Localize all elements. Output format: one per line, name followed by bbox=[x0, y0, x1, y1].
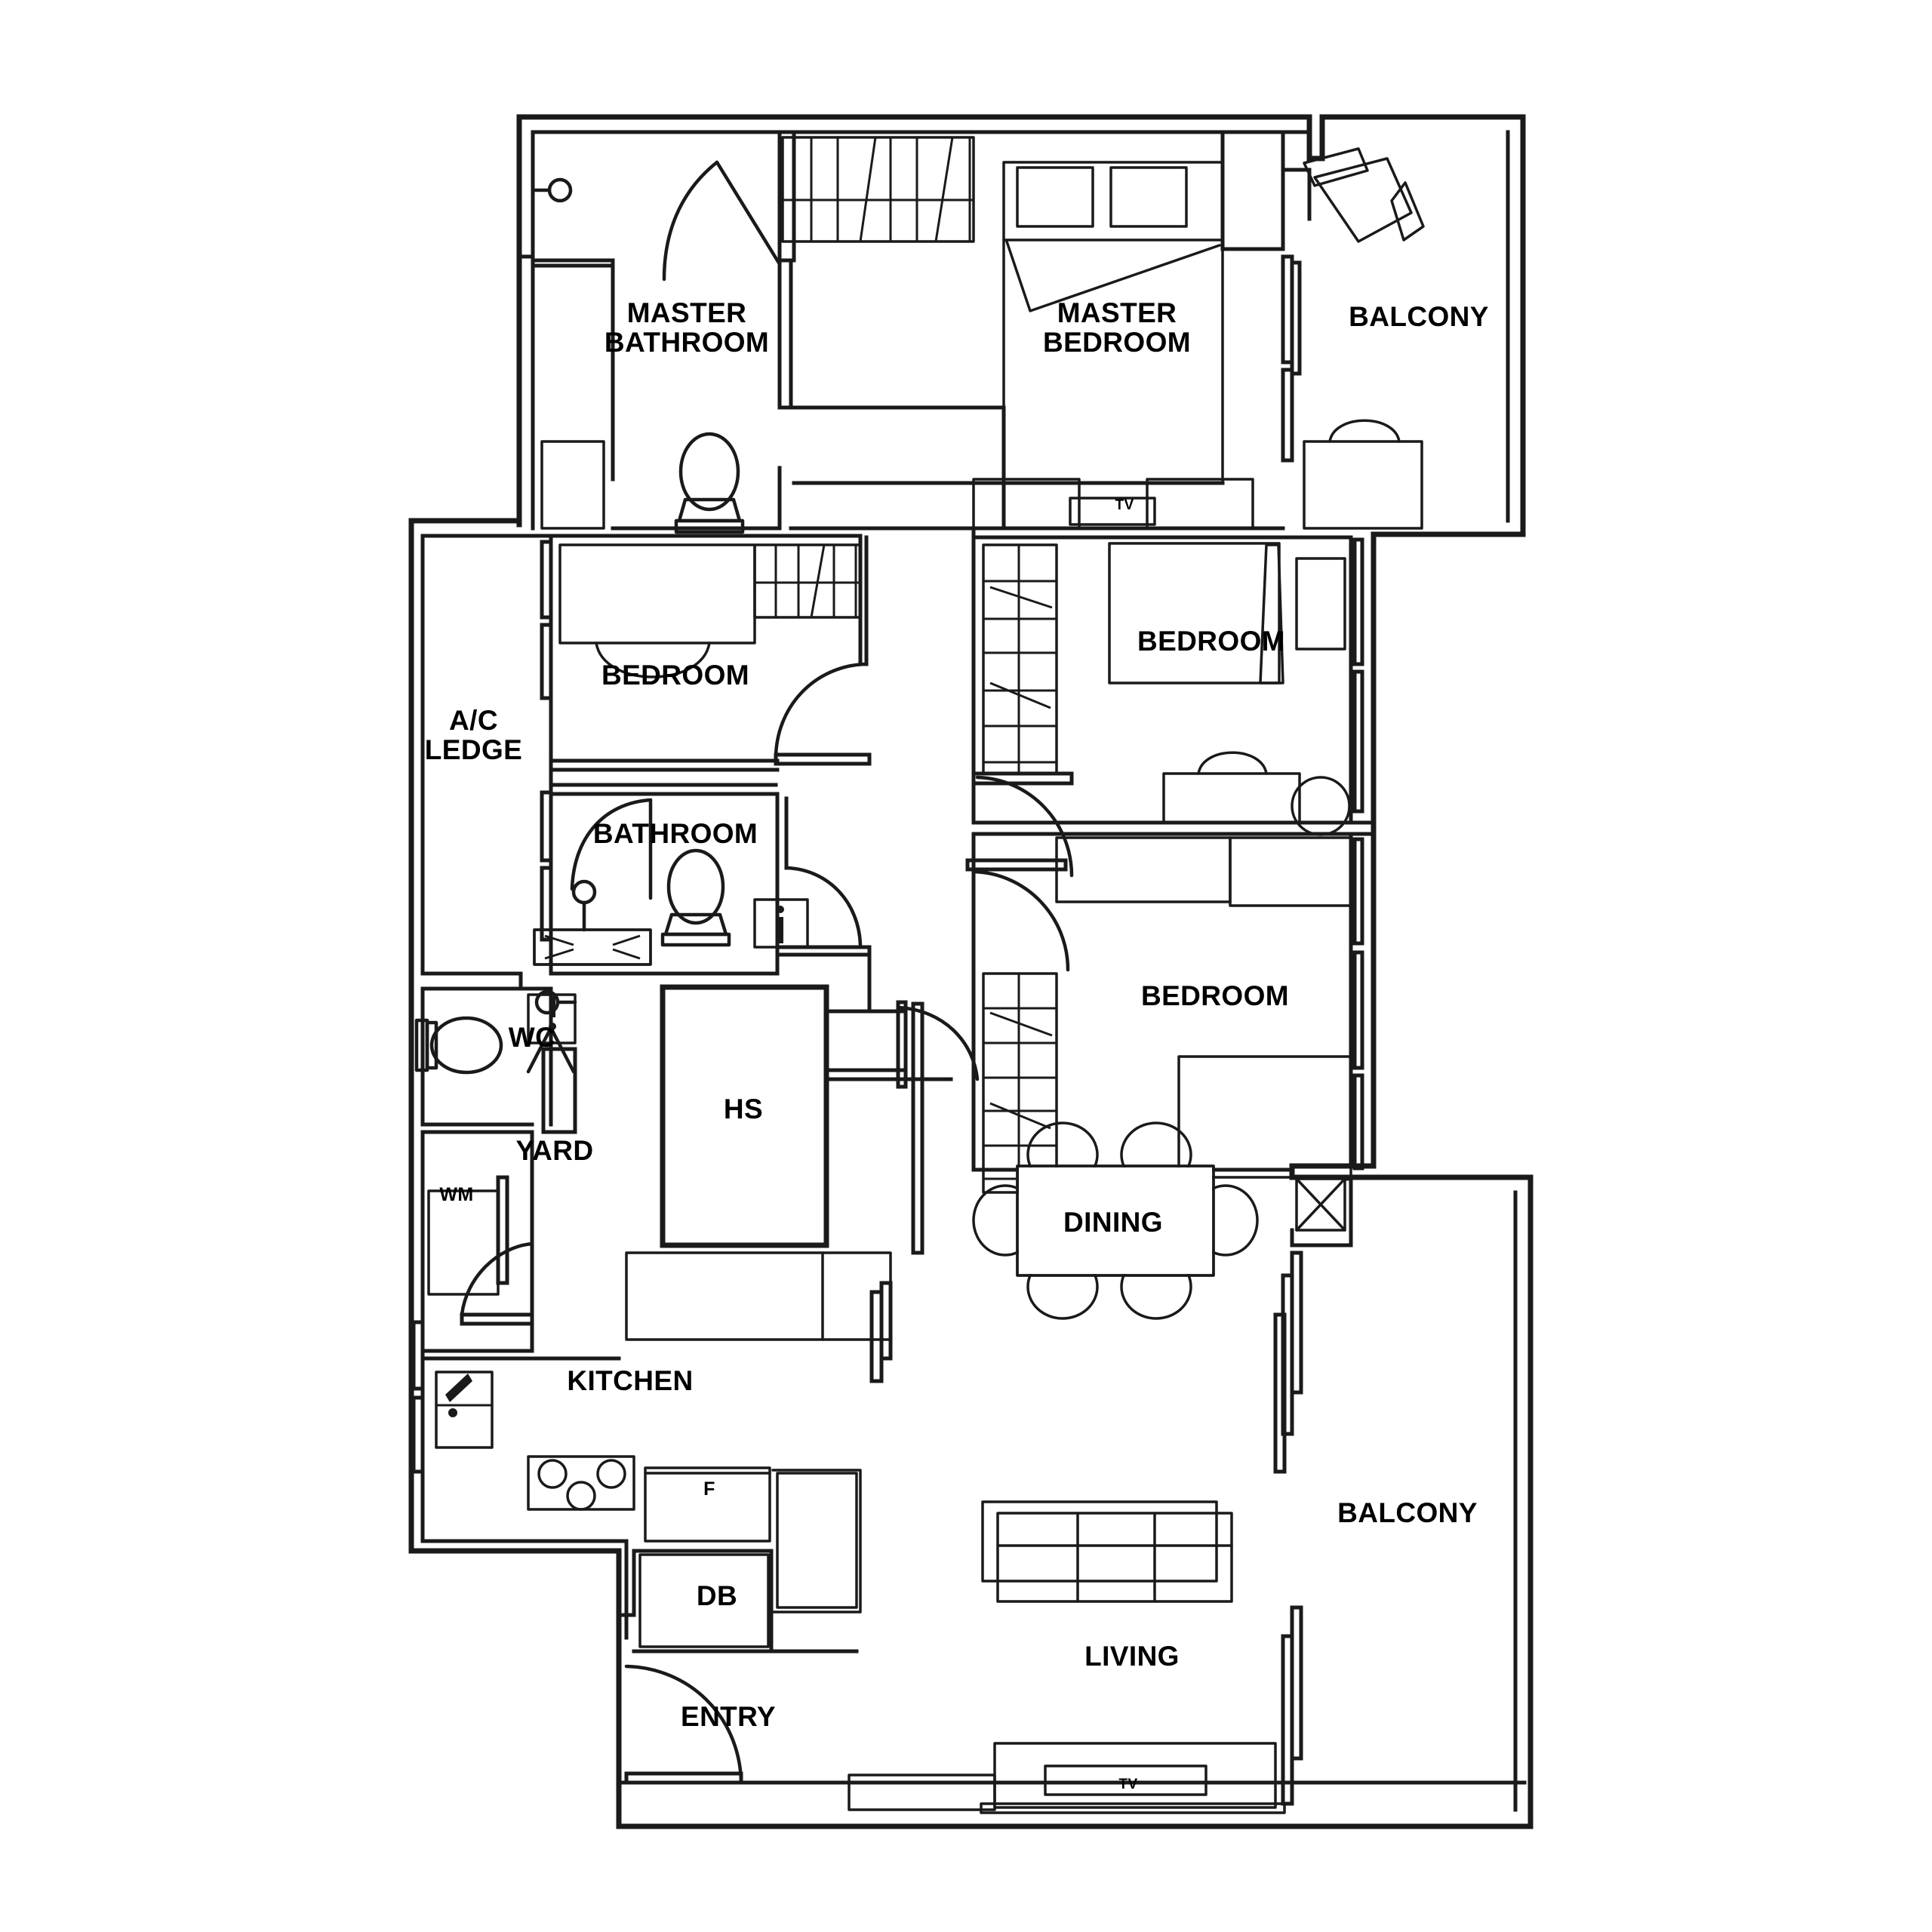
outer-walls bbox=[408, 114, 1534, 1829]
shower-tray bbox=[533, 928, 652, 966]
bedroom-2-bed bbox=[558, 543, 756, 678]
room-label-bedroom-3: BEDROOM bbox=[1140, 980, 1290, 1011]
wc-walls bbox=[414, 986, 577, 1127]
wc-toilet bbox=[414, 1016, 503, 1075]
living-area bbox=[848, 1500, 1303, 1814]
balcony-top-features bbox=[1281, 130, 1510, 530]
ac-ledge-walls bbox=[420, 534, 523, 989]
dining-area bbox=[972, 1121, 1353, 1474]
room-label-dining: DINING bbox=[1063, 1207, 1163, 1238]
bedroom-2-wardrobe bbox=[753, 543, 862, 619]
hob bbox=[527, 1455, 635, 1511]
bedroom-1-walls bbox=[971, 526, 1376, 878]
room-label-hs: HS bbox=[723, 1094, 764, 1124]
household-shelter bbox=[660, 952, 980, 1255]
room-label-wc: WC bbox=[508, 1022, 556, 1053]
balcony-side-table bbox=[1303, 419, 1423, 530]
room-label-bedroom-2: BEDROOM bbox=[601, 660, 750, 691]
master-bedroom-walls bbox=[779, 130, 1312, 530]
fridge bbox=[644, 1466, 771, 1543]
balcony-armchair bbox=[1303, 147, 1425, 243]
appliance-label-tv-bedroom-1: TV bbox=[1115, 497, 1134, 513]
washing-machine bbox=[427, 1189, 500, 1296]
bedroom-3-walls bbox=[965, 832, 1376, 1194]
yard-walls bbox=[420, 989, 577, 1353]
room-label-balcony-bottom: BALCONY bbox=[1337, 1497, 1478, 1528]
room-label-wm: WM bbox=[439, 1184, 474, 1205]
room-label-fridge: F bbox=[703, 1478, 715, 1500]
tv-console-living bbox=[848, 1742, 1286, 1814]
bedroom-3-wardrobe bbox=[982, 972, 1058, 1194]
bathroom-toilet bbox=[660, 848, 731, 947]
room-label-kitchen: KITCHEN bbox=[567, 1365, 694, 1396]
room-label-bathroom: BATHROOM bbox=[592, 818, 758, 849]
bathroom-walls bbox=[533, 783, 872, 976]
bedroom-1-bed bbox=[1108, 542, 1284, 685]
room-label-yard: YARD bbox=[515, 1135, 594, 1166]
entry-walls bbox=[617, 1549, 1527, 1785]
appliance-label-tv-living: TV bbox=[1118, 1777, 1138, 1792]
kitchen-walls bbox=[411, 1251, 893, 1640]
room-label-balcony-top: BALCONY bbox=[1349, 301, 1489, 332]
room-label-entry: ENTRY bbox=[680, 1701, 777, 1732]
riser-box bbox=[1295, 1177, 1346, 1232]
bedroom-3-bed bbox=[1177, 1055, 1352, 1179]
master-wardrobe bbox=[781, 136, 975, 243]
master-toilet bbox=[674, 432, 745, 534]
sofa bbox=[981, 1500, 1233, 1603]
room-label-bedroom-1: BEDROOM bbox=[1137, 626, 1286, 657]
bedroom-1-wardrobe bbox=[982, 543, 1058, 775]
room-label-living: LIVING bbox=[1084, 1641, 1180, 1672]
room-label-db: DB bbox=[696, 1580, 738, 1611]
dining-chairs bbox=[972, 1121, 1259, 1320]
